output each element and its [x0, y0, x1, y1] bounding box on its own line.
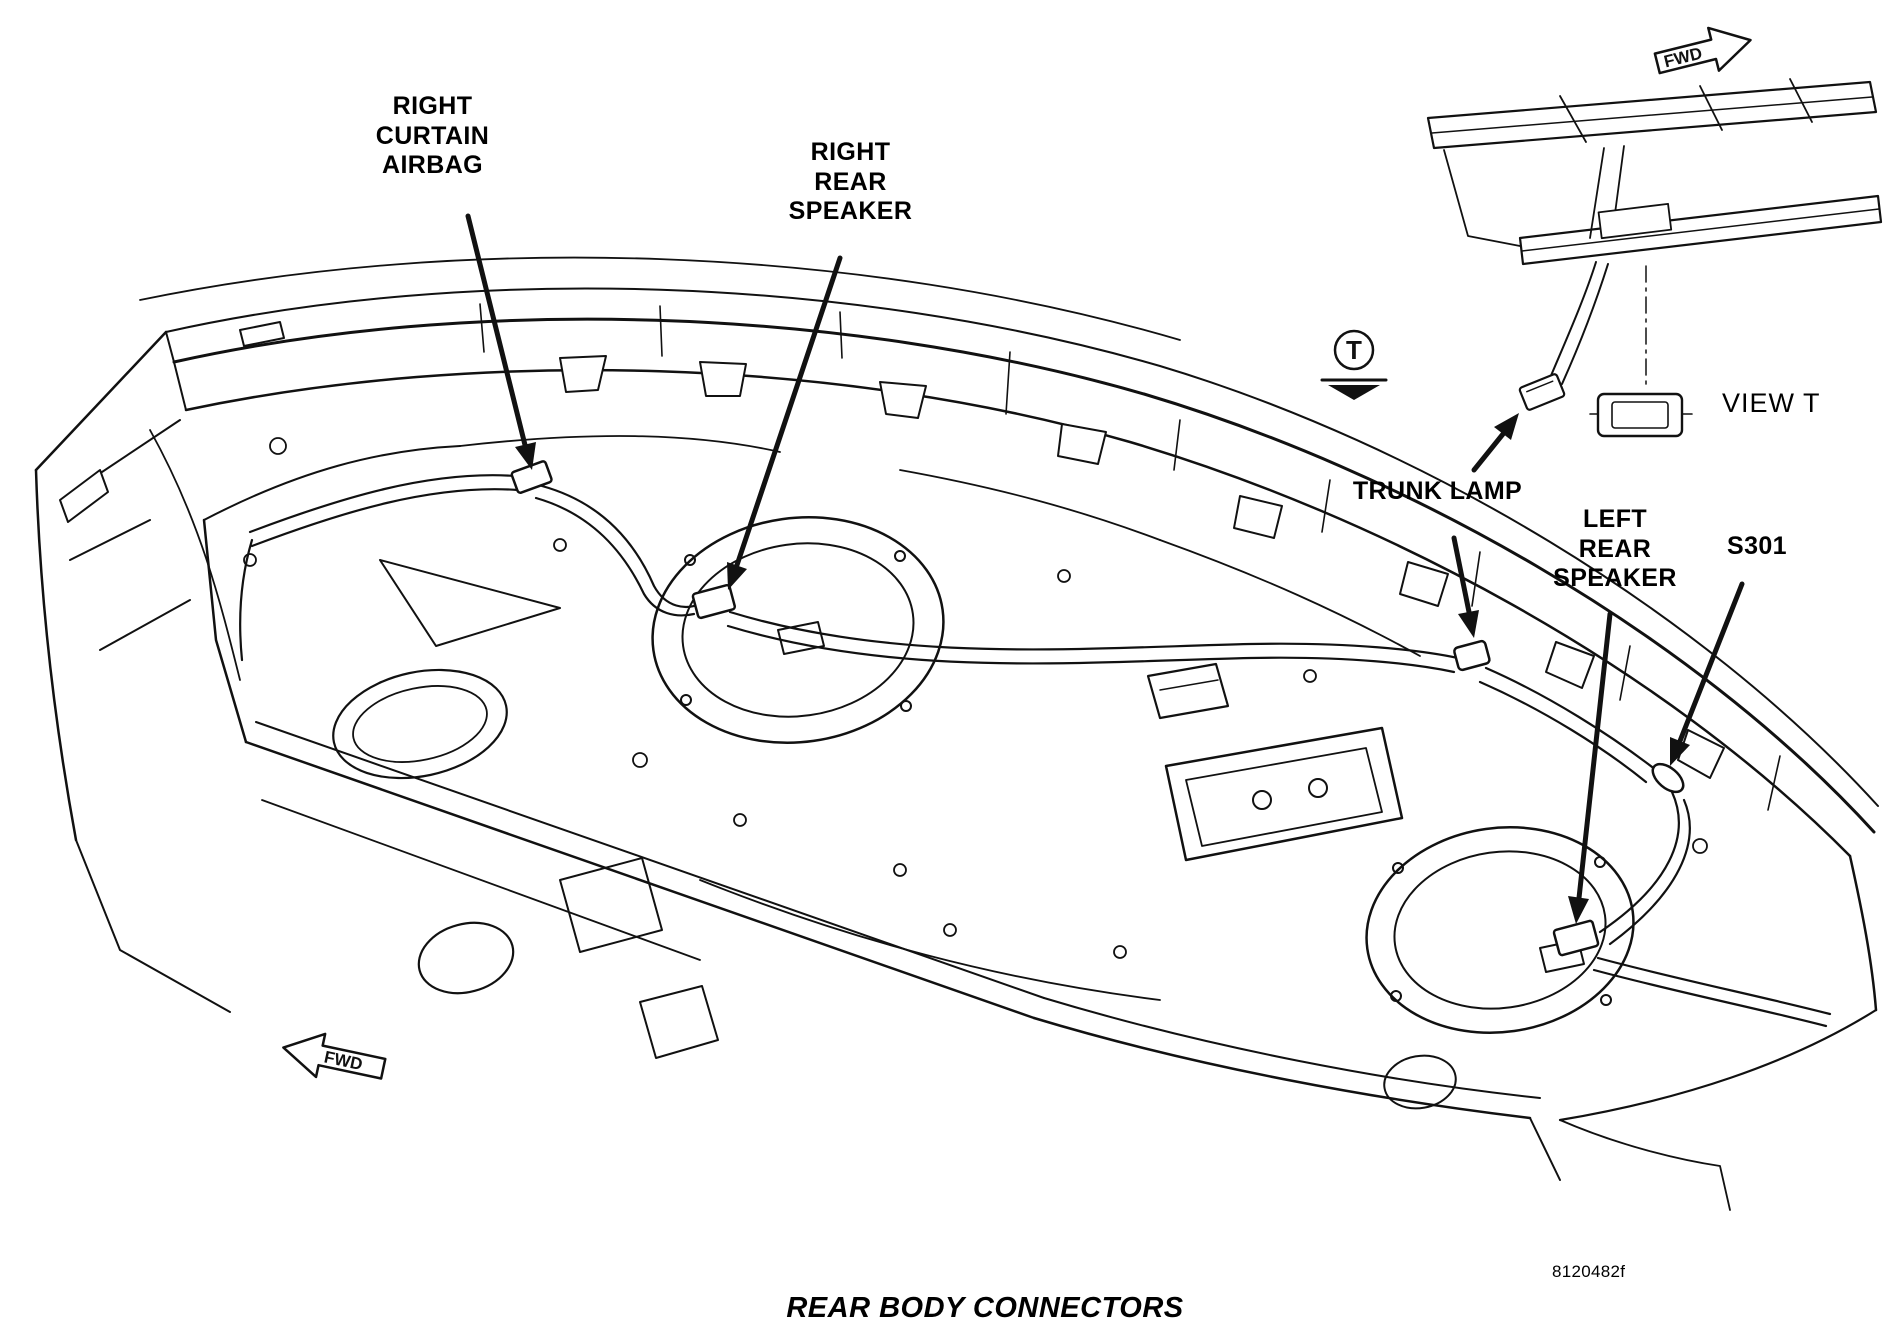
roof-header-band	[139, 256, 1879, 858]
trunk-lamp-grommet	[1453, 639, 1491, 672]
callout-line: LEFT	[1582, 505, 1648, 533]
arrow-trunk-lamp-to-main	[1451, 535, 1479, 638]
callout-s301: S301	[1712, 532, 1802, 562]
trunk-lamp-connector-detail	[1518, 373, 1566, 411]
view-t-marker: T	[1320, 329, 1388, 400]
detail-view-t	[1426, 78, 1883, 438]
callout-right-rear-speaker: RIGHT REAR SPEAKER	[758, 138, 943, 227]
callout-line: CURTAIN	[375, 121, 490, 150]
diagram-caption: REAR BODY CONNECTORS	[786, 1292, 1184, 1324]
callout-line: TRUNK LAMP	[1352, 477, 1523, 505]
callout-line: RIGHT	[392, 92, 473, 120]
view-t-pointer	[1328, 385, 1380, 400]
curtain-airbag-connector	[510, 460, 553, 494]
right-rear-speaker-opening	[651, 515, 945, 745]
callout-line: S301	[1727, 532, 1787, 560]
fwd-top-label: FWD	[1662, 44, 1704, 72]
arrow-right-rear-speaker	[727, 255, 843, 590]
view-t-label: VIEW T	[1722, 388, 1821, 418]
arrow-left-rear-speaker	[1568, 611, 1613, 924]
left-body-structure	[34, 330, 241, 1013]
callout-line: REAR	[1578, 534, 1652, 563]
wiring-harness	[239, 460, 1832, 1028]
fwd-bottom-label: FWD	[322, 1047, 364, 1074]
callout-line: RIGHT	[810, 138, 891, 166]
callout-trunk-lamp: TRUNK LAMP	[1340, 477, 1535, 507]
figure-number: 8120482f	[1552, 1262, 1626, 1281]
shelf-holes	[243, 437, 1708, 959]
s301-splice	[1651, 762, 1685, 794]
callout-right-curtain-airbag: RIGHT CURTAIN AIRBAG	[330, 92, 535, 181]
arrow-s301	[1670, 581, 1745, 766]
arrow-right-curtain-airbag	[465, 213, 536, 470]
callout-line: SPEAKER	[1553, 564, 1677, 592]
callout-line: AIRBAG	[381, 151, 483, 179]
fwd-arrow-top-right: FWD	[1653, 26, 1752, 75]
left-speaker-connector	[1552, 919, 1600, 957]
callout-line: SPEAKER	[788, 197, 913, 225]
view-t-letter: T	[1346, 335, 1362, 365]
fwd-arrow-bottom-left: FWD	[282, 1032, 387, 1080]
left-rear-speaker-opening	[1365, 826, 1635, 1034]
center-cutouts	[1146, 662, 1404, 862]
callout-left-rear-speaker: LEFT REAR SPEAKER	[1520, 505, 1710, 594]
parcel-shelf	[202, 435, 1878, 1211]
trunk-lamp-housing	[1589, 392, 1693, 438]
callout-line: REAR	[814, 167, 887, 196]
leader-arrows	[465, 213, 1745, 924]
right-speaker-connector	[691, 583, 737, 620]
arrow-trunk-lamp-to-view	[1471, 413, 1519, 473]
